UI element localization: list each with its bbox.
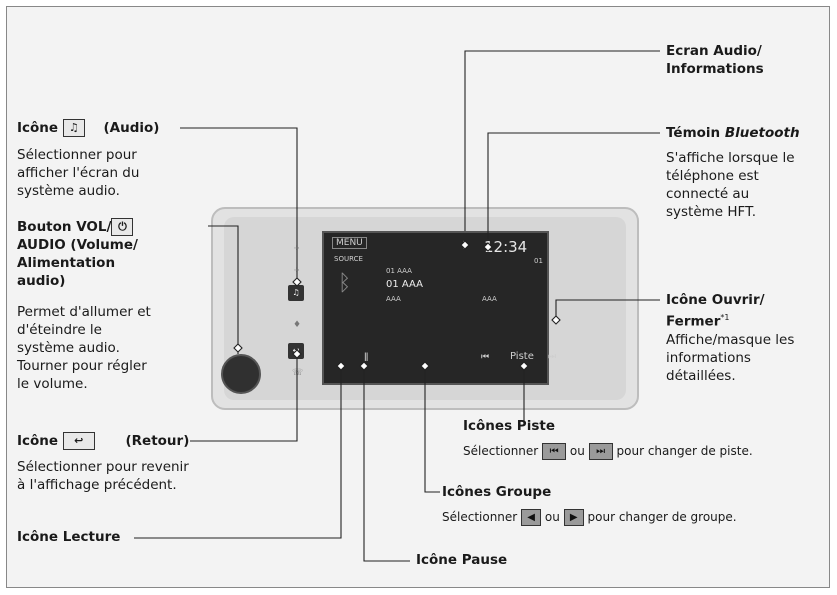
screen-clock: 12:34 [484,238,528,256]
screen-prev-track-icon: ⏮ [481,352,490,362]
bt-desc-1: S'affiche lorsque le [666,150,795,166]
screen-source: SOURCE [334,255,363,263]
audio-icon-desc-3: système audio. [17,183,120,199]
groupe-desc: Sélectionner ◀ ou ▶ pour changer de grou… [442,509,737,526]
ecran-title-1: Ecran Audio/ [666,43,762,59]
screen-pause-icon: ǁ [364,352,369,362]
screen-next-track-icon: ⏭ [548,352,557,362]
vol-desc-3: système audio. [17,340,120,356]
back-icon-desc-2: à l'affichage précédent. [17,477,177,493]
ouvrir-title-1: Icône Ouvrir/ [666,292,765,308]
audio-note-icon: ♫ [62,119,85,137]
back-icon-title: Icône ↩ (Retour) [17,432,190,450]
audio-button-icon: ♫ [288,285,304,301]
bt-desc-4: système HFT. [666,204,757,220]
ouvrir-desc-1: Affiche/masque les [666,332,795,348]
screen-track: 01 [534,257,543,265]
power-icon: ⏻ [111,218,134,236]
bell-icon: ♦ [293,320,302,330]
lecture-label: Icône Lecture [17,529,121,545]
leader-vol [208,225,239,354]
piste-desc: Sélectionner ⏮ ou ⏭ pour changer de pist… [463,443,753,460]
back-icon-desc-1: Sélectionner pour revenir [17,459,189,475]
vol-desc-5: le volume. [17,376,88,392]
prev-group-icon: ◀ [521,509,542,526]
audio-icon-desc-2: afficher l'écran du [17,165,140,181]
vol-audio-knob [221,354,261,394]
bt-desc-3: connecté au [666,186,750,202]
ouvrir-desc-2: informations [666,350,751,366]
screen-line-1: 01 AAA [386,267,412,275]
back-arrow-icon: ↩ [62,432,95,450]
leader-audio [180,127,298,286]
ouvrir-title-2: Fermer*1 [666,313,730,330]
vol-desc-4: Tourner pour régler [17,358,147,374]
vol-desc-2: d'éteindre le [17,322,102,338]
vol-title-1: Bouton VOL/⏻ [17,218,134,236]
next-track-icon: ⏭ [588,443,613,460]
screen-menu-button: MENU [332,237,367,249]
next-group-icon: ▶ [563,509,584,526]
vol-title-4: audio) [17,273,66,289]
leader-groupe [424,366,440,493]
pause-label: Icône Pause [416,552,508,568]
vol-title-3: Alimentation [17,255,116,271]
groupe-title: Icônes Groupe [442,484,552,500]
ecran-title-2: Informations [666,61,764,77]
leader-bluetooth [487,132,660,239]
screen-line-2: 01 AAA [386,279,423,290]
screen-line-3b: AAA [482,295,497,303]
leader-ouvrir [555,299,660,316]
screen-piste-button: Piste [510,351,534,362]
screen-bluetooth-logo: ᛒ [338,271,352,296]
bluetooth-title: Témoin Bluetooth [666,125,800,141]
vol-title-2: AUDIO (Volume/ [17,237,138,253]
vol-desc-1: Permet d'allumer et [17,304,151,320]
screen-line-3a: AAA [386,295,401,303]
prev-track-icon: ⏮ [542,443,567,460]
phone-icon: ☏ [292,368,304,378]
piste-title: Icônes Piste [463,418,555,434]
leader-back [190,356,298,442]
audio-icon-desc-1: Sélectionner pour [17,147,137,163]
ouvrir-desc-3: détaillées. [666,368,736,384]
leader-lecture [134,366,342,539]
audio-icon-title: Icône ♫ (Audio) [17,119,160,137]
leader-pause [363,366,410,562]
leader-ecran [464,50,660,231]
audio-screen: MENU 12:34 ᛒ SOURCE ᛒ 01 AAA 01 AAA AAA … [322,231,556,385]
bt-desc-2: téléphone est [666,168,759,184]
